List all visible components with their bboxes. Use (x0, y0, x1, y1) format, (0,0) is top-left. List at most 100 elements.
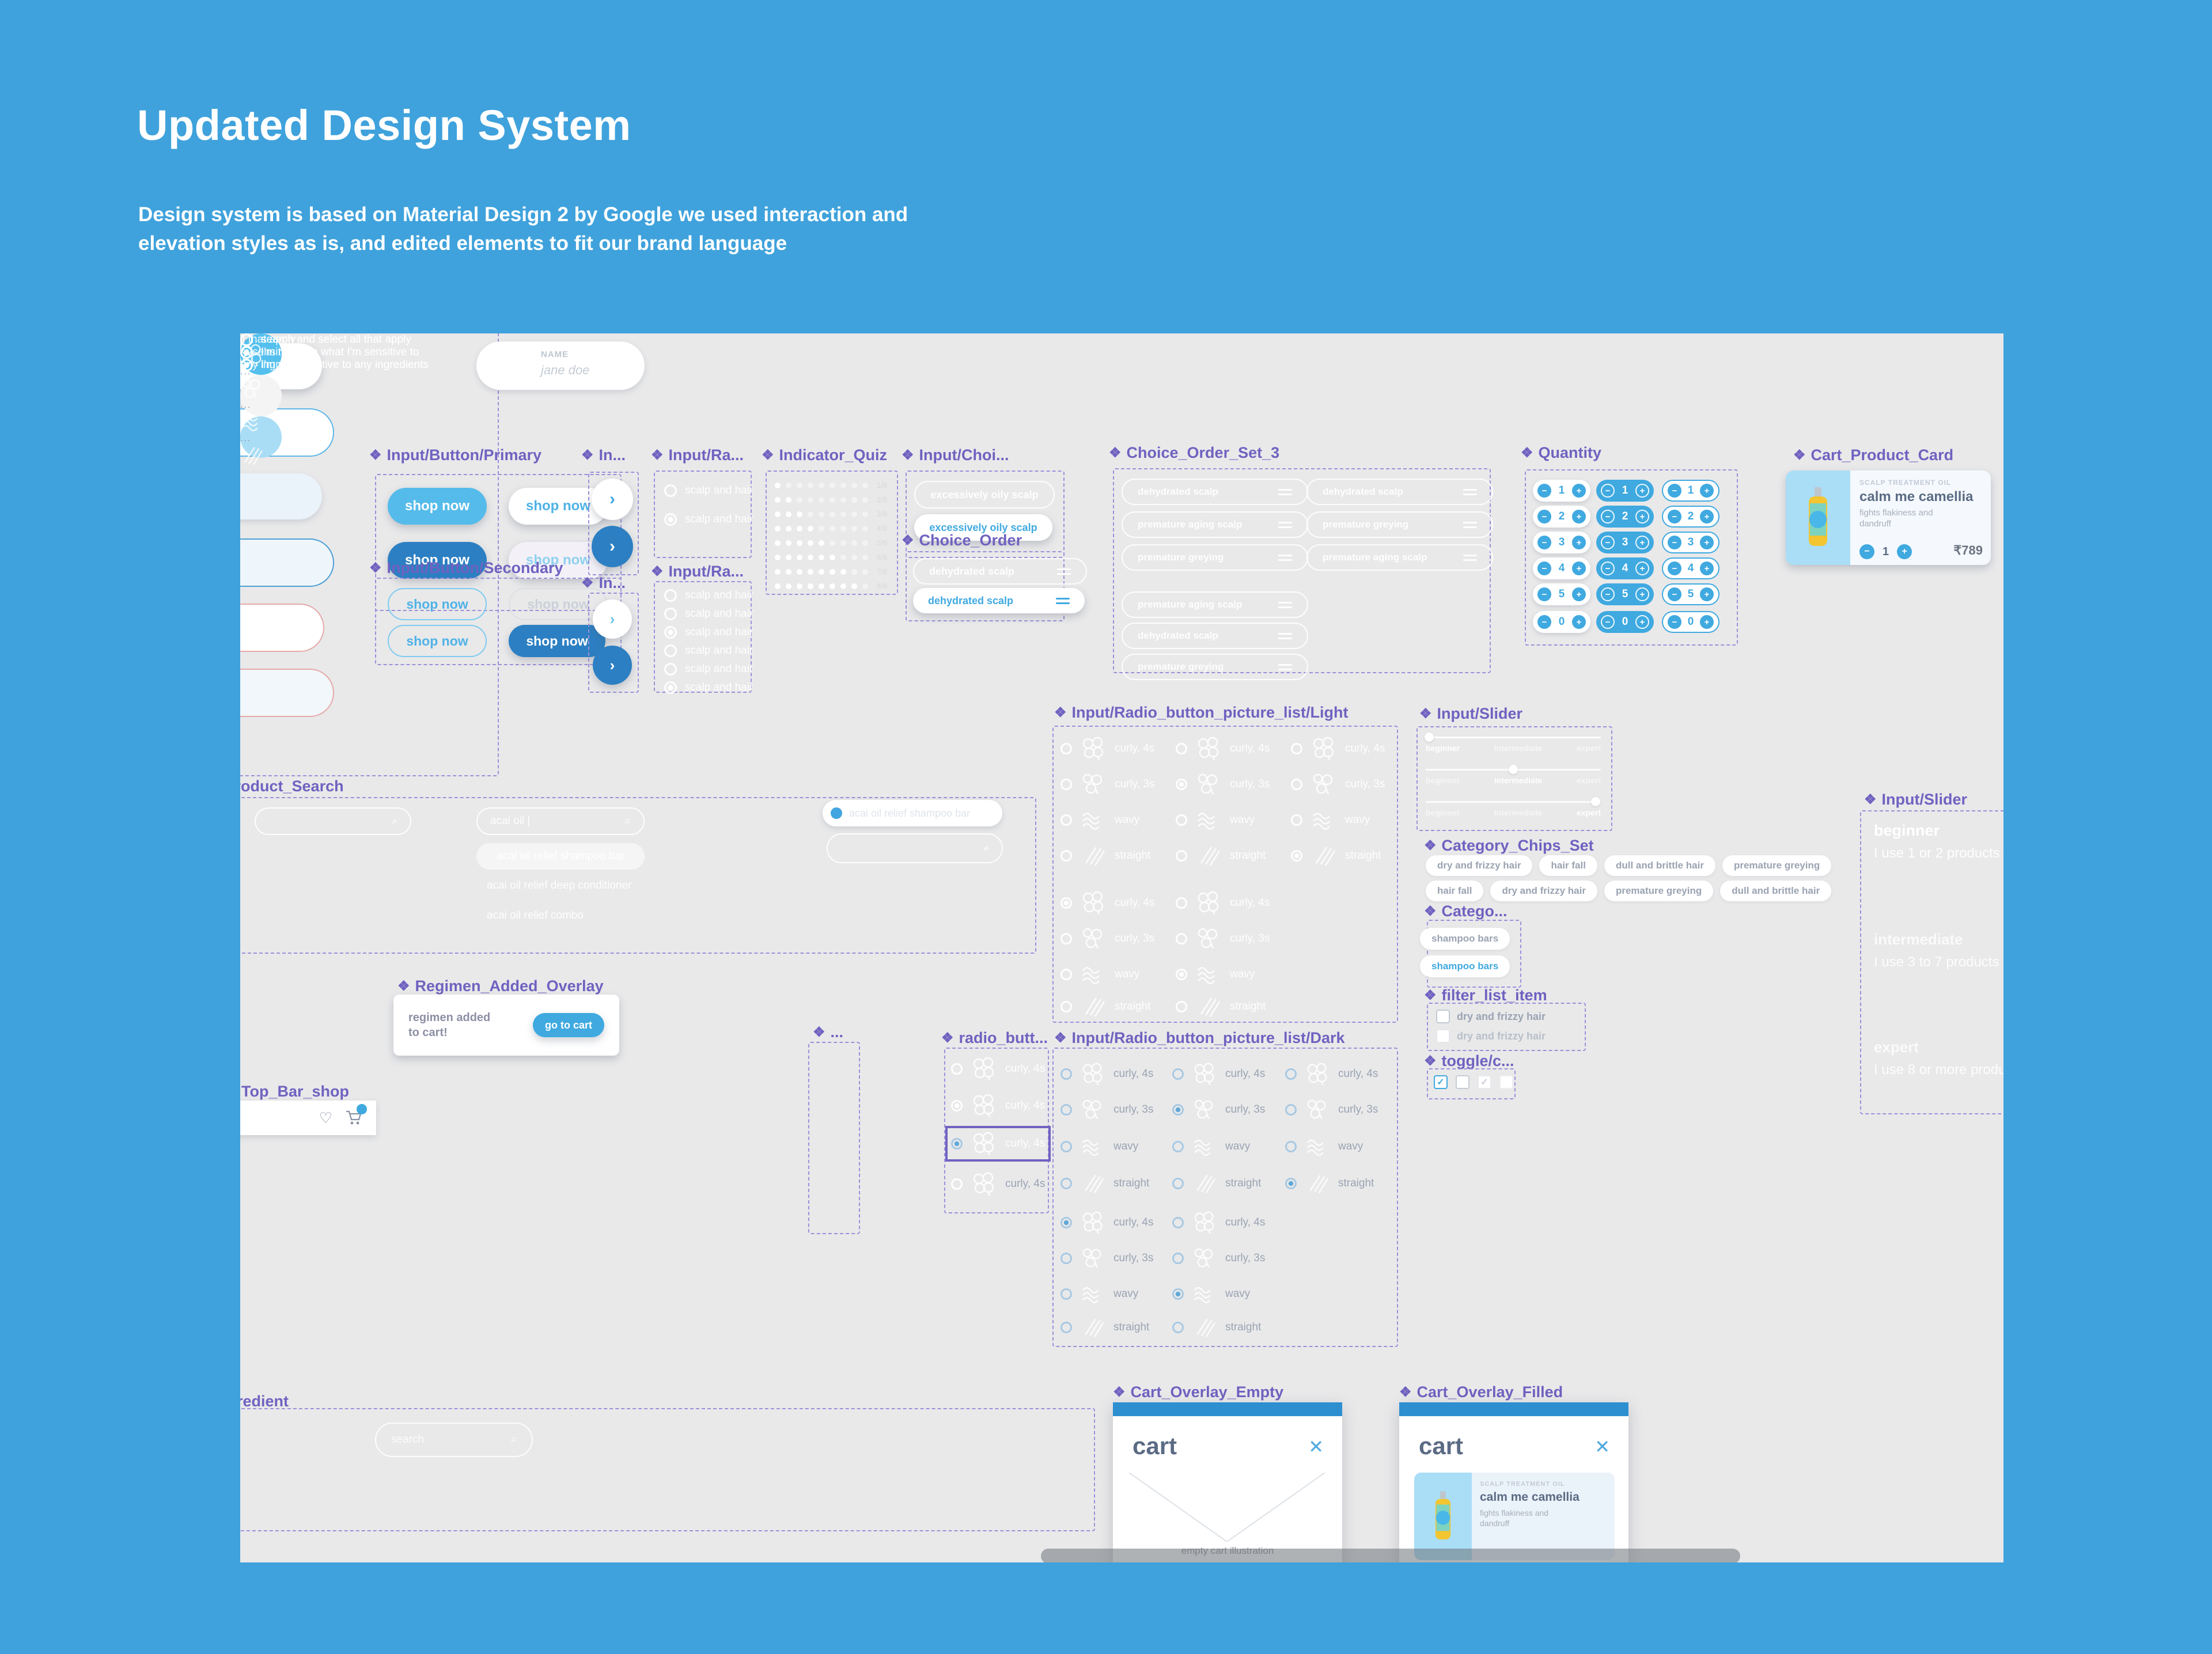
stepper-plus-button[interactable]: + (1635, 484, 1649, 498)
shop-now-filled-button[interactable]: shop now (509, 625, 605, 657)
stepper-minus-button[interactable]: − (1668, 484, 1681, 498)
radio-icon[interactable] (1291, 743, 1302, 754)
radio-selected-icon[interactable] (664, 513, 677, 526)
stepper-minus-button[interactable]: − (1601, 484, 1615, 498)
category-chip[interactable]: dull and brittle hair (1604, 855, 1715, 876)
search-suggestion[interactable]: acai oil relief deep conditioner (487, 879, 632, 892)
stepper-plus-button[interactable]: + (1635, 562, 1649, 575)
radio-icon[interactable] (1172, 1322, 1184, 1333)
quantity-stepper[interactable]: −3+ (1533, 532, 1590, 553)
choice-order-item[interactable]: premature aging scalp (1122, 511, 1308, 538)
picture-radio-option-dark[interactable]: curly, 3s (1285, 1098, 1378, 1121)
radio-selected-icon[interactable] (951, 1138, 963, 1150)
picture-radio-option[interactable]: curly, 4s (1060, 737, 1154, 761)
radio-icon[interactable] (1060, 1288, 1072, 1300)
radio-icon[interactable] (1172, 1178, 1184, 1189)
ingredient-search-input[interactable]: search⌕ (375, 1422, 533, 1457)
filter-list-row[interactable]: dry and frizzy hair (1436, 1029, 1546, 1043)
drag-handle-icon[interactable] (1463, 554, 1477, 561)
quantity-stepper[interactable]: −4+ (1533, 557, 1590, 579)
radio-selected-icon[interactable] (664, 626, 677, 639)
qty-minus-button[interactable]: − (1859, 544, 1874, 559)
picture-radio-option-dark[interactable]: curly, 4s (1060, 1063, 1153, 1086)
picture-radio-option-dark[interactable]: straight (1172, 1172, 1261, 1195)
quantity-stepper[interactable]: −1+ (1662, 480, 1719, 502)
radio-option-row[interactable]: scalp and hair (664, 681, 753, 694)
radio-icon[interactable] (1060, 1178, 1072, 1189)
stepper-minus-button[interactable]: − (1537, 587, 1551, 601)
radio-option-row[interactable]: scalp and hair (664, 626, 753, 639)
search-input[interactable]: ⌕ (255, 807, 411, 835)
slider-track[interactable] (1425, 733, 1601, 742)
radio-icon[interactable] (951, 1063, 963, 1075)
radio-icon[interactable] (1176, 814, 1187, 826)
picture-radio-option[interactable]: curly, 4s (1060, 891, 1154, 915)
stepper-plus-button[interactable]: + (1571, 562, 1586, 575)
stepper-plus-button[interactable]: + (1635, 615, 1649, 629)
radio-option-row[interactable]: I'm not sensitive to any ingredients (240, 359, 429, 371)
category-chip[interactable]: hair fall (1426, 881, 1484, 901)
choice-order-item[interactable]: premature greying (1122, 654, 1308, 680)
stepper-minus-button[interactable]: − (1537, 484, 1551, 498)
radio-selected-icon[interactable] (1060, 897, 1072, 909)
choice-order-item[interactable]: dehydrated scalp (1306, 479, 1493, 505)
picture-radio-option[interactable]: curly, 4s (945, 1126, 1051, 1162)
picture-radio-option-dark[interactable]: curly, 4s (1172, 1063, 1265, 1086)
picture-radio-option-dark[interactable]: curly, 4s (1060, 1211, 1153, 1234)
drag-handle-icon[interactable] (1278, 554, 1292, 561)
picture-radio-option[interactable]: straight (1291, 844, 1381, 868)
shop-now-button-dark[interactable]: shop now (388, 542, 487, 579)
picture-radio-option-dark[interactable]: wavy (1285, 1135, 1363, 1158)
radio-icon[interactable] (1285, 1068, 1297, 1080)
quantity-stepper[interactable]: −0+ (1533, 611, 1590, 633)
stepper-minus-button[interactable]: − (1537, 615, 1551, 629)
choice-order-item-selected[interactable]: dehydrated scalp (913, 588, 1085, 613)
radio-icon[interactable] (1060, 1322, 1072, 1333)
radio-icon[interactable] (1060, 969, 1072, 980)
choice-order-item-ghost[interactable]: dehydrated scalp (913, 558, 1087, 585)
search-input[interactable]: ⌕ (827, 833, 1003, 863)
category-chip[interactable]: hair fall (1539, 855, 1597, 876)
stepper-minus-button[interactable]: − (1668, 615, 1681, 629)
radio-icon[interactable] (1060, 814, 1072, 826)
stepper-minus-button[interactable]: − (1537, 510, 1551, 523)
quantity-stepper[interactable]: −2+ (1596, 506, 1654, 528)
radio-icon[interactable] (1176, 897, 1187, 909)
color-swatch[interactable] (240, 416, 282, 458)
stepper-minus-button[interactable]: − (1668, 587, 1681, 601)
qty-plus-button[interactable]: + (1897, 544, 1912, 559)
radio-icon[interactable] (1176, 743, 1187, 754)
radio-selected-icon[interactable] (1176, 779, 1187, 790)
radio-selected-icon[interactable] (1176, 969, 1187, 980)
category-chip[interactable]: premature greying (1604, 881, 1714, 901)
picture-radio-option[interactable]: curly, 3s (1176, 927, 1270, 951)
input-field-pill[interactable] (240, 538, 334, 587)
radio-icon[interactable] (1060, 1001, 1072, 1012)
picture-radio-option-dark[interactable]: wavy (1172, 1283, 1250, 1306)
quantity-stepper[interactable]: −0+ (1596, 611, 1654, 633)
picture-radio-option[interactable]: curly, 3s (1291, 772, 1385, 796)
drag-handle-icon[interactable] (1056, 597, 1070, 604)
stepper-plus-button[interactable]: + (1699, 536, 1714, 549)
radio-icon[interactable] (1291, 814, 1302, 826)
radio-icon[interactable] (1060, 933, 1072, 944)
shop-now-button-light[interactable]: shop now (388, 488, 487, 525)
search-input-typing[interactable]: acai oil |⌕ (476, 807, 645, 835)
choice-order-item[interactable]: premature greying (1122, 544, 1308, 571)
choice-order-item[interactable]: premature greying (1306, 511, 1493, 538)
radio-icon[interactable] (1176, 933, 1187, 944)
picture-radio-option-dark[interactable]: straight (1060, 1172, 1149, 1195)
radio-icon[interactable] (664, 644, 677, 657)
slider-thumb[interactable] (1590, 797, 1600, 806)
stepper-minus-button[interactable]: − (1668, 562, 1681, 575)
close-icon[interactable]: ✕ (1594, 1436, 1610, 1457)
radio-icon[interactable] (1060, 850, 1072, 862)
picture-radio-option[interactable]: wavy (1176, 962, 1255, 987)
picture-radio-option[interactable]: curly, 3s (1060, 927, 1154, 951)
shop-now-button-white[interactable]: shop now (509, 488, 608, 525)
name-field[interactable]: NAME jane doe (476, 342, 645, 390)
picture-radio-option[interactable]: straight (1176, 844, 1266, 868)
radio-icon[interactable] (1060, 1104, 1072, 1116)
drag-handle-icon[interactable] (1278, 488, 1292, 495)
drag-handle-icon[interactable] (1278, 601, 1292, 608)
